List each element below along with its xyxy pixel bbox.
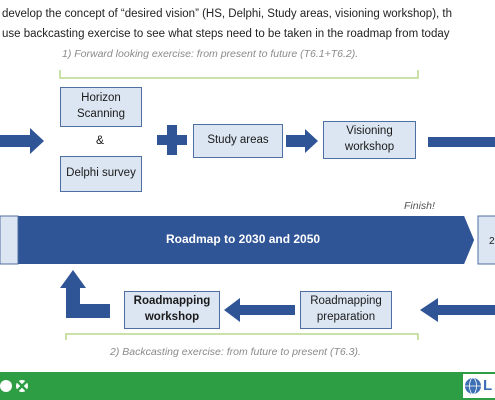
plus-sign-v — [167, 125, 177, 155]
arrow-right-to-prep — [420, 298, 495, 322]
intro-line-2: use backcasting exercise to see what ste… — [2, 28, 450, 40]
roadmap-banner-head — [26, 216, 474, 264]
arrow-study-to-visioning — [286, 129, 318, 153]
footer-logo-box: L — [463, 374, 495, 398]
horizon-scanning-box: Horizon Scanning — [60, 87, 142, 127]
globe-icon — [465, 377, 481, 395]
forward-bracket — [59, 70, 419, 79]
elbow-up-arrow — [60, 270, 110, 318]
visioning-workshop-box: Visioning workshop — [323, 121, 416, 159]
right-partial-text: 2 — [489, 236, 495, 247]
backward-bracket — [65, 333, 419, 340]
backward-caption: 2) Backcasting exercise: from future to … — [110, 346, 361, 358]
forward-caption: 1) Forward looking exercise: from presen… — [62, 48, 359, 60]
right-exit-bar — [428, 137, 495, 147]
intro-line-1: develop the concept of “desired vision” … — [2, 8, 453, 20]
study-areas-box: Study areas — [193, 124, 283, 158]
finish-label: Finish! — [404, 200, 435, 212]
footer-left-icon — [0, 380, 28, 392]
roadmapping-preparation-box: Roadmapping preparation — [300, 291, 392, 329]
footer-logo-letter: L — [483, 377, 493, 394]
left-partial-box — [0, 215, 19, 265]
arrow-prep-to-workshop — [224, 298, 295, 322]
roadmap-banner-label: Roadmap to 2030 and 2050 — [166, 232, 321, 246]
right-partial-box — [477, 215, 495, 265]
left-entry-arrow — [0, 128, 44, 154]
delphi-survey-box: Delphi survey — [60, 156, 142, 192]
footer-bar — [0, 372, 495, 400]
ampersand-label: & — [96, 133, 105, 147]
roadmapping-workshop-box: Roadmapping workshop — [124, 291, 220, 329]
